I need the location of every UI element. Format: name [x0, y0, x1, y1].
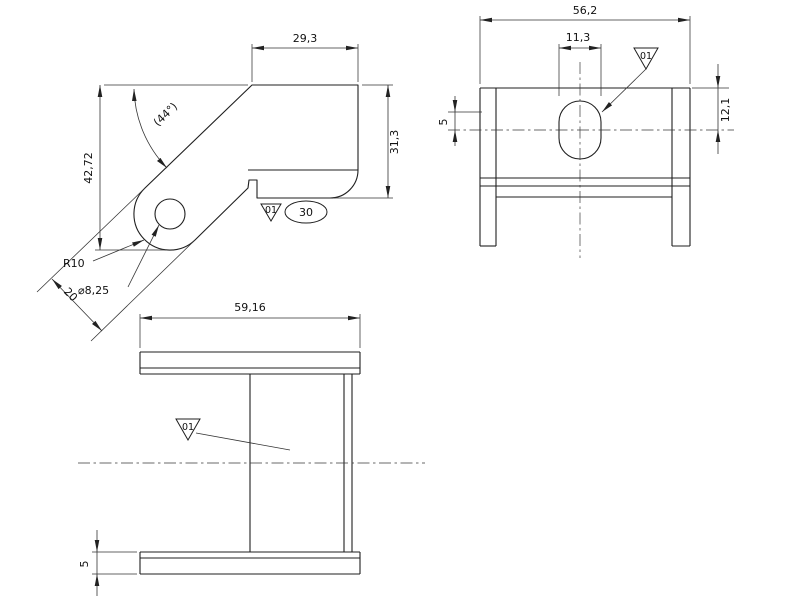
revision-flag-triangle: [260, 203, 282, 222]
front-flag-label: 01: [640, 51, 652, 62]
reference-dim-oval: [284, 200, 328, 224]
plan-flag-label: 01: [182, 422, 194, 433]
front-top-to-center-dim: 12,1: [719, 98, 732, 123]
revision-flag-triangle: [633, 47, 659, 71]
side-left-height-dim: 42,72: [82, 152, 95, 184]
side-radius-dim: R10: [63, 257, 85, 270]
side-right-height-dim: 31,3: [388, 130, 401, 155]
side-view: [133, 84, 359, 251]
front-view: [448, 62, 734, 258]
plan-view-dimensions: 59,16 01 5: [78, 301, 361, 596]
plan-overall-width-dim: 59,16: [234, 301, 266, 314]
revision-flag-triangle: [175, 418, 201, 442]
side-view-outline: [133, 84, 359, 251]
front-overall-width-dim: 56,2: [573, 4, 598, 17]
front-center-offset-dim: 5: [437, 119, 450, 126]
front-view-dimensions: 56,2 11,3 5 12,1 01: [437, 4, 732, 154]
plan-plate-thickness-dim: 5: [78, 561, 91, 568]
front-slot-width-dim: 11,3: [566, 31, 591, 44]
side-flag-label: 01: [265, 205, 277, 216]
side-view-hole: [154, 198, 186, 230]
side-view-dimensions: 29,3 42,72 31,3 (44°) 20 R10 ⌀8,25 01 30: [36, 32, 401, 342]
side-top-width-dim: 29,3: [293, 32, 318, 45]
side-reference-length-dim: 30: [299, 206, 313, 219]
side-hole-diameter-dim: ⌀8,25: [78, 284, 109, 297]
plan-view: [78, 351, 425, 575]
front-view-slot: [558, 100, 602, 160]
side-angle-dim: (44°): [151, 100, 180, 129]
